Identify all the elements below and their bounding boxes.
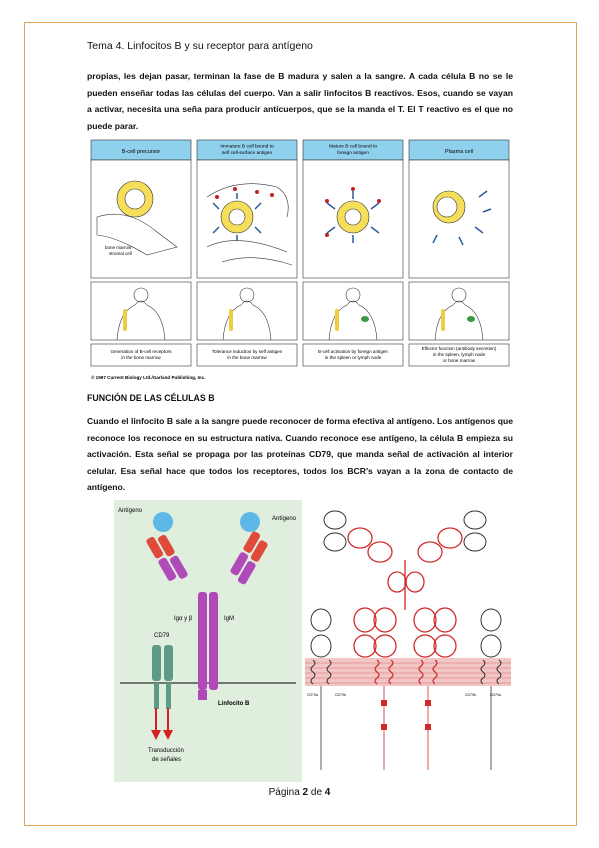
figure-bcr-igm: Antígeno Antígeno Igα y β IgM CD79 Linfo… [114, 500, 302, 782]
cd79-label: CD79 [154, 633, 170, 639]
label-cd79b-left: CD79b [335, 693, 346, 697]
mature-cell-icon [325, 187, 381, 243]
label-cd79a-left: CD79a [307, 693, 318, 697]
antigen-right-label: Antígeno [272, 516, 297, 522]
stromal-note: bone marrow [105, 245, 132, 250]
footer-total-pages: 4 [324, 787, 331, 798]
figure-b-cell-development: B-cell precursor Immature B cell bound t… [87, 137, 514, 383]
signal-label-1: Transducción [148, 748, 184, 754]
ig-label: Igα y β [174, 616, 193, 622]
svg-text:or bone marrow: or bone marrow [443, 358, 476, 363]
page-footer: Página 2 de 4 [0, 787, 599, 798]
light-chain-icon [310, 510, 502, 658]
plasma-cell-icon [432, 190, 492, 246]
section-heading: FUNCIÓN DE LAS CÉLULAS B [87, 393, 215, 403]
svg-text:Tolerance induction by self an: Tolerance induction by self antigen [212, 349, 283, 354]
panel-title-2b: self cell-surface antigen [222, 150, 273, 156]
svg-text:Effector function (antibody se: Effector function (antibody secretion) [422, 346, 497, 351]
panel-title-4: Plasma cell [445, 149, 473, 155]
signal-arrows-icon [151, 708, 173, 740]
svg-text:in the spleen or lymph node: in the spleen or lymph node [325, 355, 382, 360]
panel-title-2a: Immature B cell bound to [220, 144, 274, 150]
figure-credit: © 1997 Current Biology Ltd./Garland Publ… [91, 374, 205, 380]
figure-bcr-schematic: CD79a CD79b CD79b CD79a [305, 500, 511, 782]
precursor-cell-icon: bone marrow stromal cell [96, 180, 178, 256]
label-cd79b-right: CD79b [465, 693, 476, 697]
svg-text:in the bone marrow: in the bone marrow [121, 355, 161, 360]
cell-label: Linfocito B [218, 701, 250, 707]
panel-title-3b: foreign antigen [337, 150, 369, 156]
svg-text:stromal cell: stromal cell [109, 251, 132, 256]
panel-title-1: B-cell precursor [122, 149, 161, 155]
footer-prefix: Página [268, 787, 303, 798]
panel-title-3a: Mature B cell bound to [329, 144, 377, 150]
svg-text:in the spleen, lymph node: in the spleen, lymph node [433, 352, 486, 357]
paragraph-2: Cuando el linfocito B sale a la sangre p… [87, 416, 513, 492]
svg-text:in the bone marrow: in the bone marrow [227, 355, 267, 360]
igm-label: IgM [224, 616, 234, 622]
signal-label-2: de señales [152, 757, 181, 763]
immature-cell-icon [206, 183, 293, 266]
svg-text:B-cell activation by foreign a: B-cell activation by foreign antigen [318, 349, 388, 354]
page-header: Tema 4. Linfocitos B y su receptor para … [87, 40, 313, 52]
igm-chain-icon [347, 527, 463, 658]
antigen-right-icon [240, 512, 260, 532]
svg-text:Generation of B-cell receptors: Generation of B-cell receptors [110, 349, 172, 354]
antigen-left-icon [153, 512, 173, 532]
label-cd79a-right: CD79a [490, 693, 501, 697]
footer-current-page: 2 [302, 787, 309, 798]
antigen-left-label: Antígeno [118, 508, 143, 514]
cd79-coil-icon [310, 659, 502, 685]
page-border [24, 22, 577, 826]
paragraph-1: propias, les dejan pasar, terminan la fa… [87, 71, 513, 131]
footer-sep: de [308, 787, 325, 798]
body-outline-icons [116, 287, 484, 341]
